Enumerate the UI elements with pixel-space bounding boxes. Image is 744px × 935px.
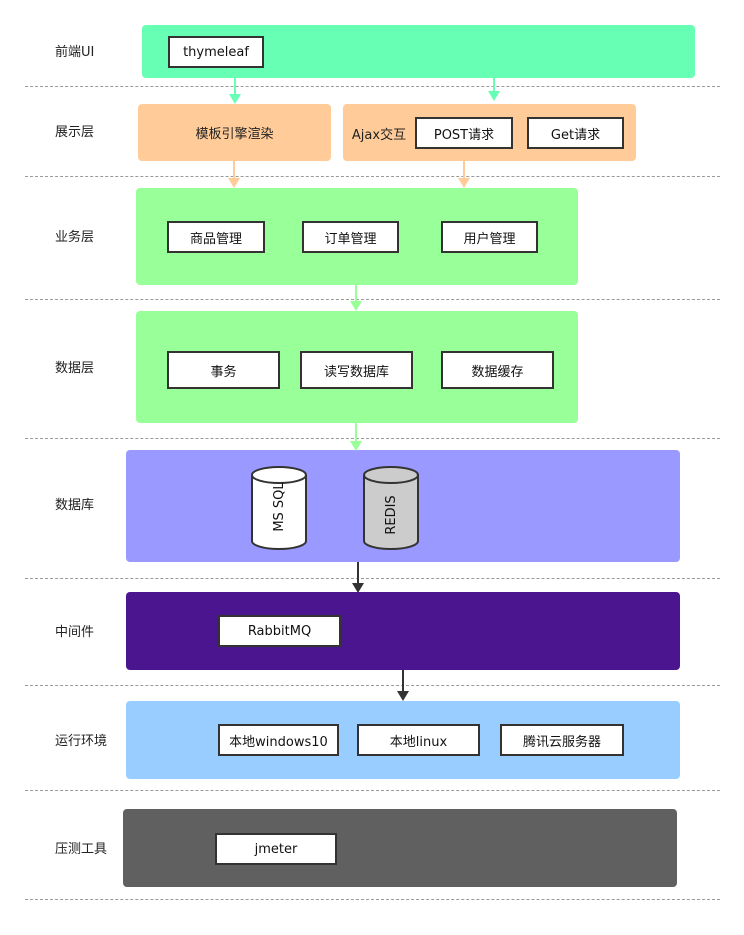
get-request-box: Get请求 bbox=[527, 117, 624, 149]
divider bbox=[25, 578, 720, 579]
layer-label-middleware: 中间件 bbox=[55, 625, 95, 640]
divider bbox=[25, 685, 720, 686]
arrowhead bbox=[350, 301, 362, 311]
arrowhead bbox=[458, 178, 470, 188]
divider bbox=[25, 299, 720, 300]
divider bbox=[25, 438, 720, 439]
redis-cylinder-icon bbox=[363, 466, 419, 550]
middleware-panel bbox=[126, 592, 680, 670]
divider bbox=[25, 176, 720, 177]
jmeter-box: jmeter bbox=[215, 833, 337, 865]
data-cache-box: 数据缓存 bbox=[441, 351, 554, 389]
rabbitmq-box: RabbitMQ bbox=[218, 615, 341, 647]
local-linux-box: 本地linux bbox=[357, 724, 480, 756]
arrowhead bbox=[397, 691, 409, 701]
tencent-cloud-box: 腾讯云服务器 bbox=[500, 724, 624, 756]
mssql-label: MS SQL bbox=[271, 482, 287, 532]
divider bbox=[25, 899, 720, 900]
layer-label-frontend: 前端UI bbox=[55, 45, 95, 60]
transaction-box: 事务 bbox=[167, 351, 280, 389]
arrowhead bbox=[228, 178, 240, 188]
mssql-cylinder-icon bbox=[251, 466, 307, 550]
template-render-label: 模板引擎渲染 bbox=[195, 127, 274, 142]
local-windows-box: 本地windows10 bbox=[218, 724, 339, 756]
divider bbox=[25, 790, 720, 791]
loadtest-panel bbox=[123, 809, 677, 887]
divider bbox=[25, 86, 720, 87]
layer-label-loadtest: 压测工具 bbox=[55, 842, 108, 857]
order-management-box: 订单管理 bbox=[302, 221, 399, 253]
layer-label-runtime: 运行环境 bbox=[55, 734, 108, 749]
layer-label-business: 业务层 bbox=[55, 230, 95, 245]
template-panel bbox=[138, 104, 331, 161]
user-management-box: 用户管理 bbox=[441, 221, 538, 253]
arrowhead bbox=[229, 94, 241, 104]
ajax-label: Ajax交互 bbox=[351, 127, 407, 143]
arrowhead bbox=[488, 91, 500, 101]
layer-label-presentation: 展示层 bbox=[55, 125, 95, 140]
redis-label: REDIS bbox=[383, 495, 399, 535]
post-request-box: POST请求 bbox=[415, 117, 513, 149]
read-write-db-box: 读写数据库 bbox=[300, 351, 413, 389]
layer-label-data: 数据层 bbox=[55, 361, 95, 376]
thymeleaf-box: thymeleaf bbox=[168, 36, 264, 68]
product-management-box: 商品管理 bbox=[167, 221, 265, 253]
layer-label-database: 数据库 bbox=[55, 498, 95, 513]
